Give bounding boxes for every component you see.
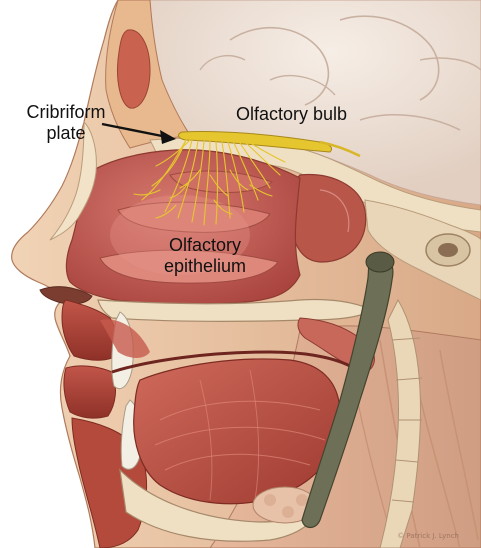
lower-lip xyxy=(64,366,116,418)
label-epithelium-line1: Olfactory xyxy=(150,235,260,256)
copyright-watermark: © Patrick J. Lynch xyxy=(397,532,459,540)
label-olfactory-bulb: Olfactory bulb xyxy=(236,104,347,125)
label-cribriform-line2: plate xyxy=(18,123,114,144)
label-cribriform-line1: Cribriform xyxy=(18,102,114,123)
label-cribriform-plate: Cribriform plate xyxy=(18,102,114,144)
label-olfactory-epithelium: Olfactory epithelium xyxy=(150,235,260,277)
label-epithelium-line2: epithelium xyxy=(150,256,260,277)
